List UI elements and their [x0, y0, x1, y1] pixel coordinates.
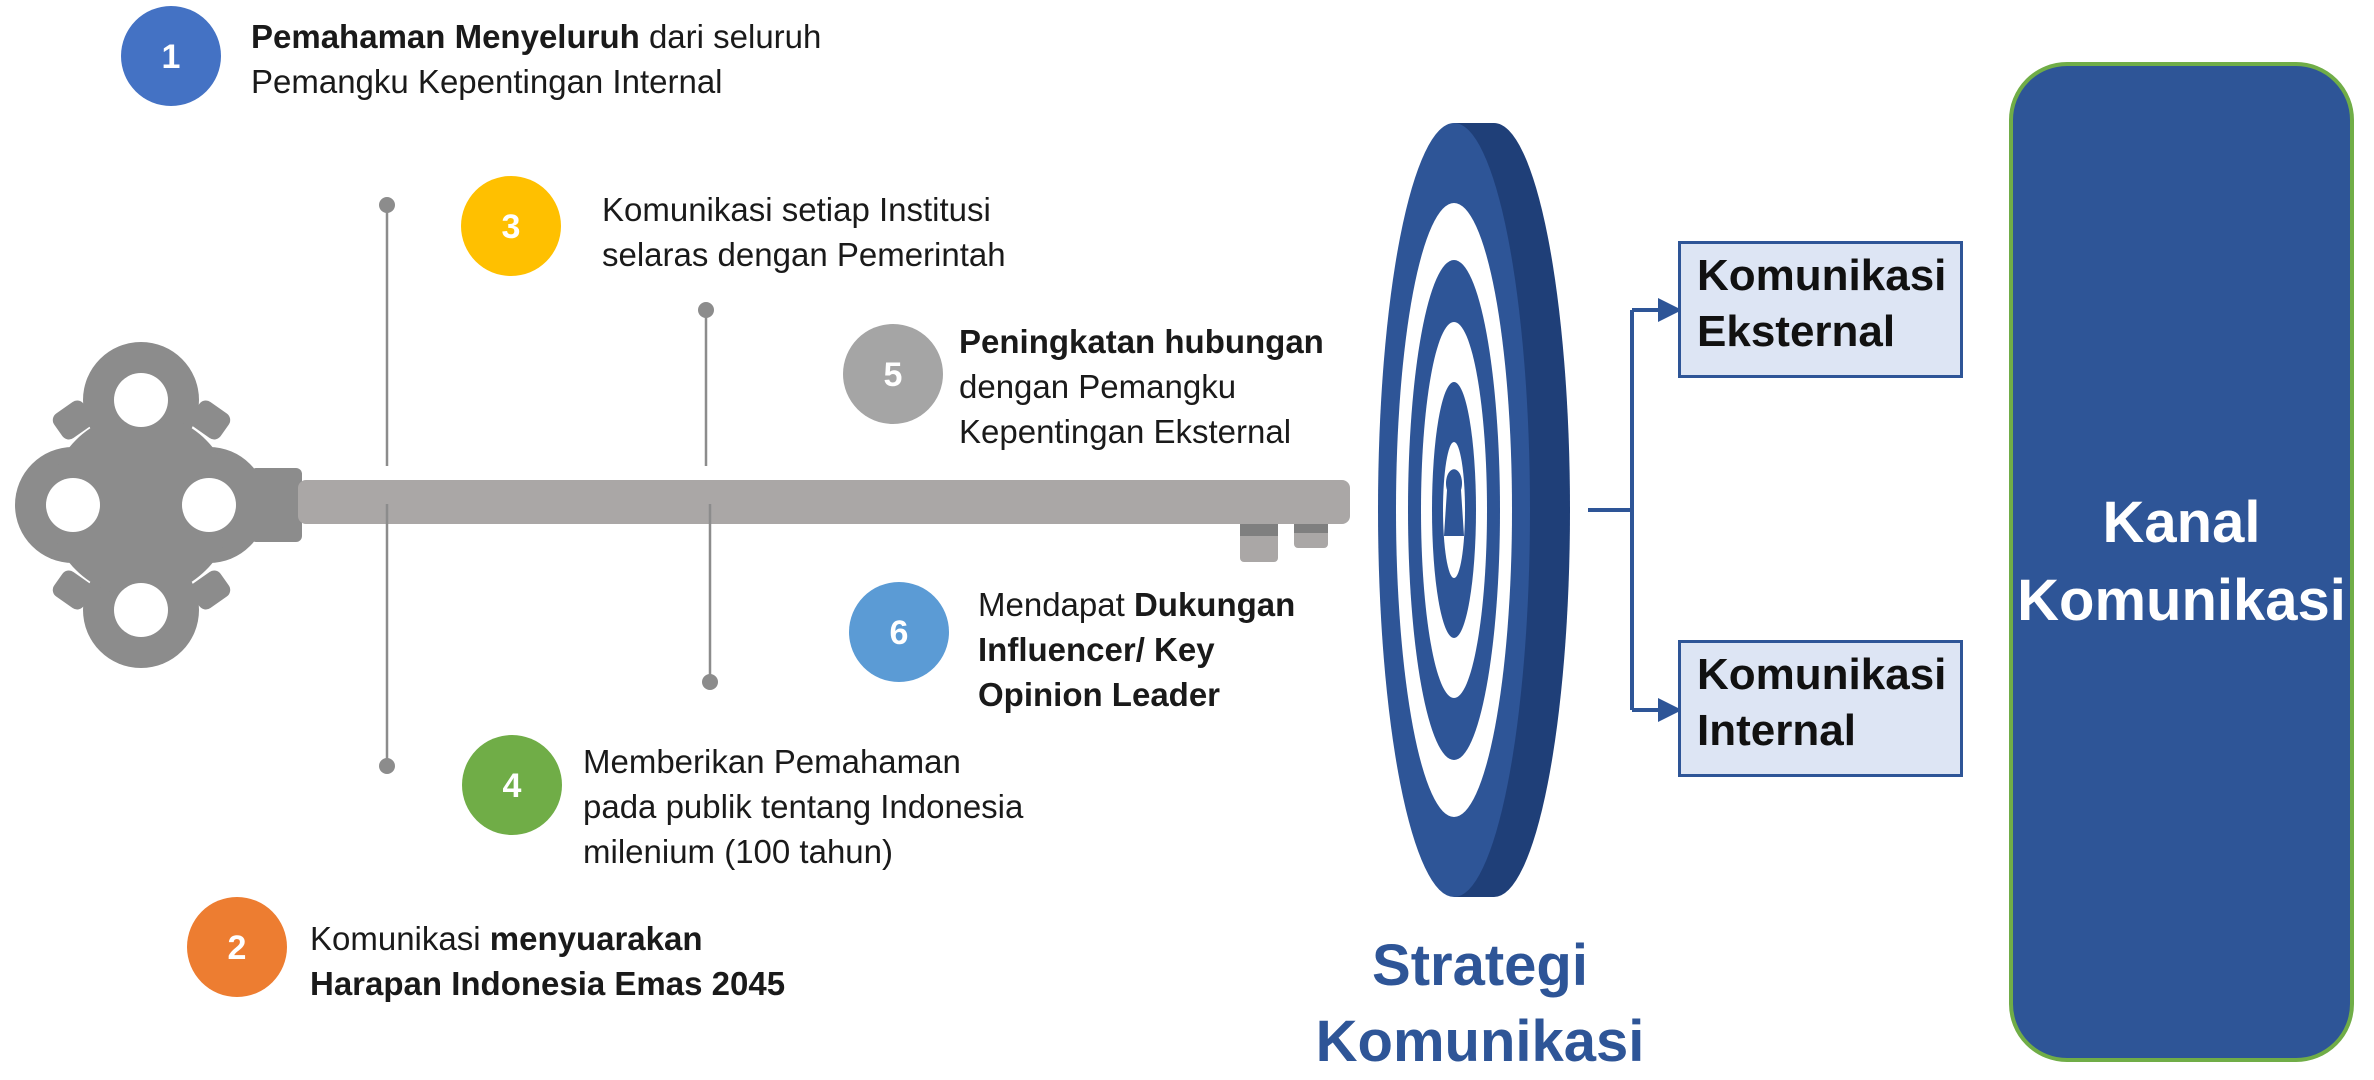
point-5-line3: Kepentingan Eksternal — [959, 413, 1292, 450]
point-6-line2: Influencer/ Key — [978, 631, 1215, 668]
key-icon — [15, 342, 1350, 668]
point-3-line2: selaras dengan Pemerintah — [602, 236, 1006, 273]
badge-1-circle — [121, 6, 221, 106]
point-6-bold: Dukungan — [1133, 586, 1296, 623]
badge-6: 6 — [849, 582, 949, 682]
badge-2-circle — [187, 897, 287, 997]
point-2-text: Komunikasi menyuarakan Harapan Indonesia… — [310, 916, 785, 1006]
point-5-bold: Peningkatan hubungan — [959, 323, 1324, 360]
channel-bracket — [1588, 308, 1660, 712]
badge-3: 3 — [461, 176, 561, 276]
keyhole-icon — [1444, 469, 1464, 536]
badge-4-number: 4 — [503, 767, 522, 805]
connector-pins — [379, 197, 718, 774]
point-4-line1: Memberikan Pemahaman — [583, 743, 961, 780]
internal-channel-box: Komunikasi Internal — [1678, 640, 1963, 777]
point-5-text: Peningkatan hubungan dengan Pemangku Kep… — [959, 319, 1324, 454]
point-4-line3: milenium (100 tahun) — [583, 833, 893, 870]
badge-6-circle — [849, 582, 949, 682]
point-4-line2: pada publik tentang Indonesia — [583, 788, 1024, 825]
internal-channel-line1: Komunikasi — [1697, 650, 1947, 699]
badge-3-circle — [461, 176, 561, 276]
kanal-line2: Komunikasi — [2017, 568, 2346, 633]
key-shaft — [298, 480, 1350, 524]
external-channel-line1: Komunikasi — [1697, 251, 1947, 300]
badge-2: 2 — [187, 897, 287, 997]
strategy-line1: Strategi — [1372, 933, 1588, 998]
target-icon — [1378, 123, 1570, 897]
strategy-label: Strategi Komunikasi — [1290, 928, 1670, 1080]
badge-5: 5 — [843, 324, 943, 424]
kanal-label: Kanal Komunikasi — [2013, 484, 2350, 640]
point-6-text: Mendapat Dukungan Influencer/ Key Opinio… — [978, 582, 1295, 717]
key-bow-holes — [46, 373, 236, 637]
point-1-line2: Pemangku Kepentingan Internal — [251, 63, 723, 100]
badge-2-number: 2 — [228, 929, 247, 967]
badge-4: 4 — [462, 735, 562, 835]
badge-6-number: 6 — [890, 614, 909, 652]
kanal-line1: Kanal — [2102, 490, 2261, 555]
point-2-pre: Komunikasi — [310, 920, 490, 957]
point-1-rest: dari seluruh — [639, 18, 822, 55]
point-1-text: Pemahaman Menyeluruh dari seluruh Pemang… — [251, 14, 821, 104]
badge-4-circle — [462, 735, 562, 835]
key-tooth-2-shade — [1294, 524, 1328, 533]
strategy-line2: Komunikasi — [1315, 1009, 1645, 1074]
badge-3-number: 3 — [502, 208, 521, 246]
point-2-bold: menyuarakan — [489, 920, 703, 957]
key-tooth-1-shade — [1240, 524, 1278, 536]
point-3-line1: Komunikasi setiap Institusi — [602, 191, 991, 228]
badge-5-circle — [843, 324, 943, 424]
badge-1-number: 1 — [162, 38, 181, 76]
point-3-text: Komunikasi setiap Institusi selaras deng… — [602, 187, 1006, 277]
point-1-bold: Pemahaman Menyeluruh — [251, 18, 640, 55]
badge-5-number: 5 — [884, 356, 903, 394]
internal-channel-line2: Internal — [1697, 706, 1856, 755]
external-channel-line2: Eksternal — [1697, 307, 1896, 356]
arrow-right-icon-external — [1658, 298, 1682, 322]
point-4-text: Memberikan Pemahaman pada publik tentang… — [583, 739, 1023, 874]
point-5-line2: dengan Pemangku — [959, 368, 1237, 405]
kanal-komunikasi-panel: Kanal Komunikasi — [2009, 62, 2354, 1062]
point-6-pre: Mendapat — [978, 586, 1134, 623]
point-6-line3: Opinion Leader — [978, 676, 1221, 713]
point-2-line2: Harapan Indonesia Emas 2045 — [310, 965, 786, 1002]
external-channel-box: Komunikasi Eksternal — [1678, 241, 1963, 378]
badge-1: 1 — [121, 6, 221, 106]
arrow-right-icon-internal — [1658, 698, 1682, 722]
